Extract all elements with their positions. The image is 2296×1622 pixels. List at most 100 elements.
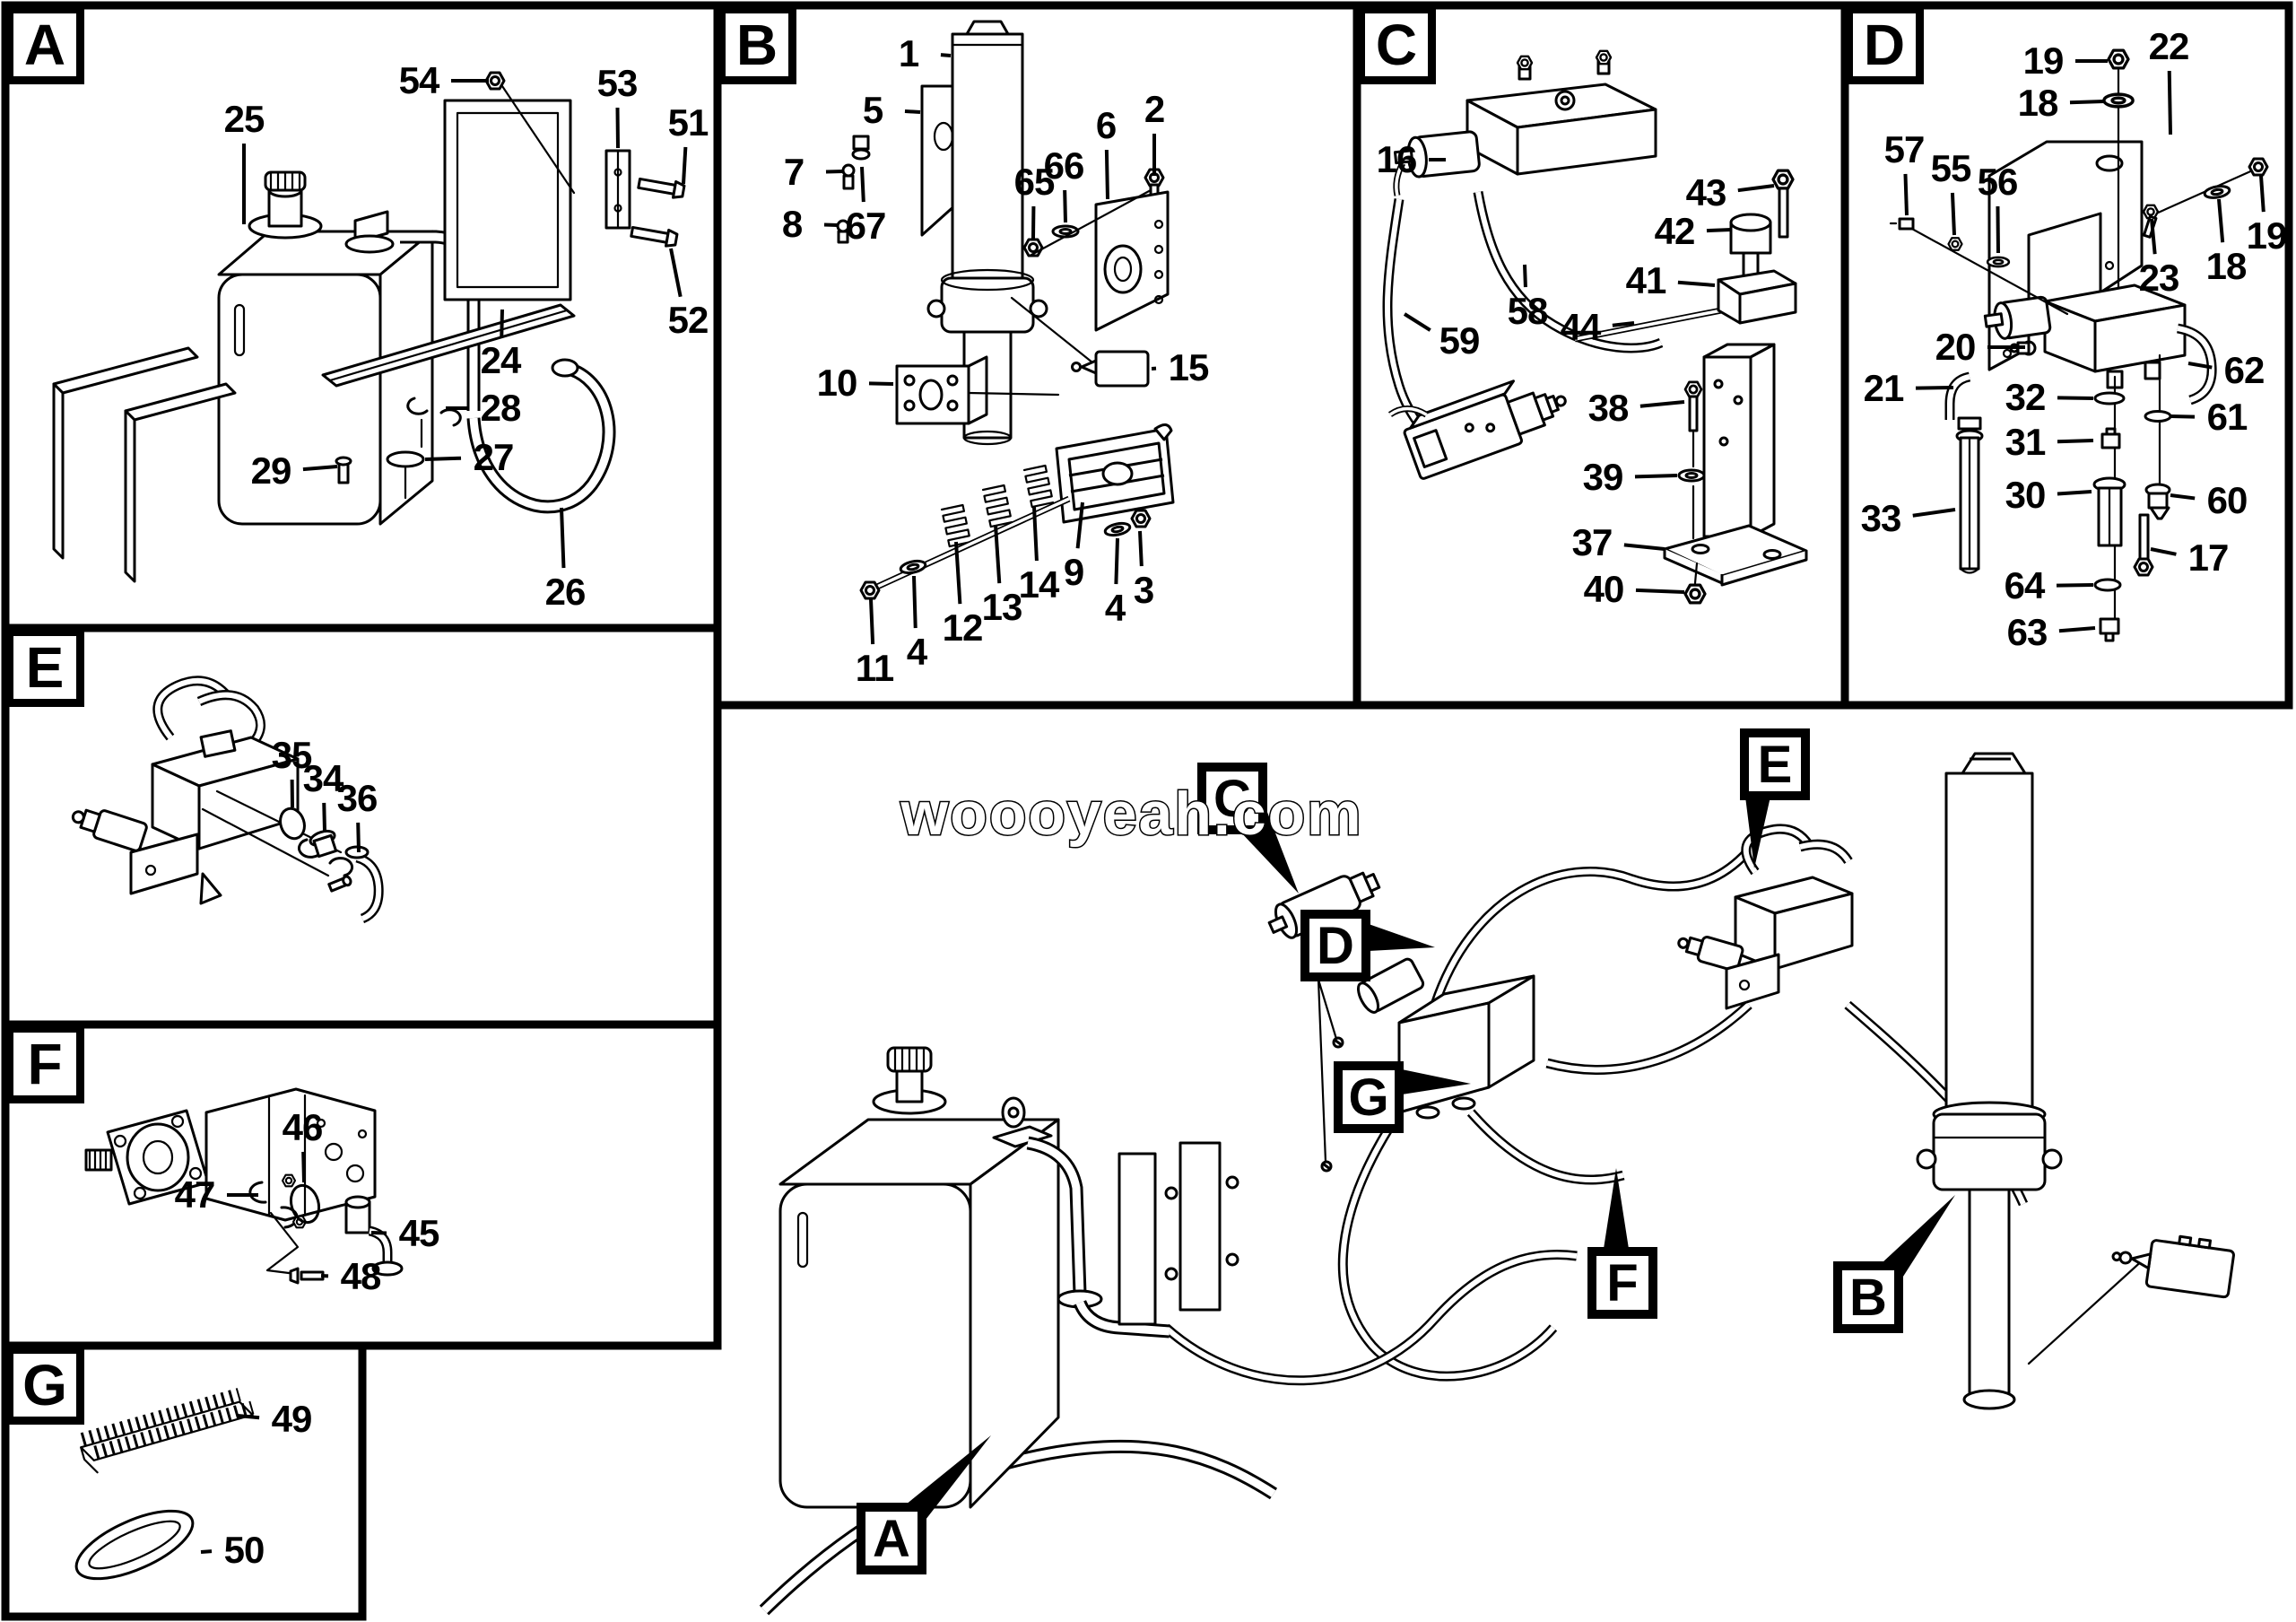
leader-line xyxy=(1903,173,1909,216)
valve-bracket-illustration xyxy=(1382,49,1808,605)
part-number-47: 47 xyxy=(174,1173,216,1216)
leader-line xyxy=(2170,414,2196,419)
part-number-67: 67 xyxy=(845,205,887,247)
leader-line xyxy=(860,166,865,203)
part-number-40: 40 xyxy=(1583,568,1625,610)
leader-line xyxy=(1403,312,1431,332)
leader-line xyxy=(615,107,620,149)
leader-line xyxy=(868,381,894,386)
part-number-18: 18 xyxy=(2017,82,2059,124)
leader-line xyxy=(2069,100,2105,105)
assembly-callout-B: B xyxy=(1833,1261,1903,1333)
leader-line xyxy=(1114,537,1119,585)
part-number-61: 61 xyxy=(2206,396,2248,438)
leader-line xyxy=(1635,588,1685,594)
part-number-20: 20 xyxy=(1935,326,1977,368)
leader-line xyxy=(994,524,1002,584)
part-number-39: 39 xyxy=(1582,456,1624,498)
part-number-38: 38 xyxy=(1587,387,1630,429)
part-number-6: 6 xyxy=(1095,104,1117,146)
part-number-3: 3 xyxy=(1133,569,1154,611)
leader-line xyxy=(322,802,326,832)
leader-line xyxy=(1639,400,1685,408)
leader-line xyxy=(869,598,875,645)
part-number-7: 7 xyxy=(783,151,804,193)
leader-line xyxy=(2259,175,2266,213)
assembly-callout-A: A xyxy=(857,1503,926,1574)
part-number-45: 45 xyxy=(398,1212,440,1254)
part-number-59: 59 xyxy=(1439,319,1481,362)
leader-line xyxy=(904,109,921,114)
part-number-23: 23 xyxy=(2138,257,2180,299)
leader-line xyxy=(2057,396,2094,400)
leader-line xyxy=(237,1414,260,1420)
part-number-52: 52 xyxy=(667,299,709,341)
panel-label-A: A xyxy=(5,5,84,84)
leader-line xyxy=(560,507,566,569)
part-number-41: 41 xyxy=(1625,259,1667,301)
panel-label-G: G xyxy=(5,1346,84,1425)
leader-line xyxy=(1612,321,1635,327)
leader-line xyxy=(1523,264,1527,288)
leader-line xyxy=(1032,506,1039,562)
leader-line xyxy=(940,53,952,57)
leader-line xyxy=(954,541,962,605)
leader-line xyxy=(1104,149,1109,200)
part-number-48: 48 xyxy=(340,1255,382,1297)
leader-line xyxy=(1912,508,1956,518)
part-number-27: 27 xyxy=(473,436,515,478)
leader-line xyxy=(356,822,361,853)
leader-line xyxy=(424,456,462,461)
part-number-26: 26 xyxy=(544,571,587,613)
leader-line xyxy=(682,146,688,185)
part-number-63: 63 xyxy=(2006,611,2048,653)
panel-label-F: F xyxy=(5,1025,84,1103)
part-number-50: 50 xyxy=(223,1529,265,1571)
part-number-56: 56 xyxy=(1977,161,2019,203)
main-assembly-illustration xyxy=(759,752,2235,1616)
part-number-43: 43 xyxy=(1685,171,1727,214)
leader-line xyxy=(2187,362,2213,370)
leader-line xyxy=(500,309,504,337)
leader-line xyxy=(2150,218,2157,255)
assembly-callout-E: E xyxy=(1740,728,1810,800)
assembly-callout-F: F xyxy=(1587,1247,1657,1319)
part-number-19: 19 xyxy=(2246,214,2288,257)
part-number-60: 60 xyxy=(2206,479,2248,521)
part-number-35: 35 xyxy=(271,734,313,776)
part-number-22: 22 xyxy=(2148,25,2190,67)
leader-line xyxy=(669,248,683,298)
panel-label-C: C xyxy=(1357,5,1436,84)
panel-label-E: E xyxy=(5,628,84,707)
part-number-54: 54 xyxy=(398,59,440,101)
part-number-37: 37 xyxy=(1571,521,1613,563)
part-number-62: 62 xyxy=(2223,349,2266,391)
part-number-34: 34 xyxy=(302,757,344,799)
panel-label-B: B xyxy=(718,5,796,84)
part-number-57: 57 xyxy=(1883,128,1926,170)
part-number-14: 14 xyxy=(1018,563,1060,606)
track-belt-illustration xyxy=(74,1388,255,1581)
part-number-42: 42 xyxy=(1654,210,1696,252)
part-number-25: 25 xyxy=(223,98,265,140)
part-number-58: 58 xyxy=(1507,290,1549,332)
leader-line xyxy=(1623,543,1665,551)
part-number-31: 31 xyxy=(2005,421,2047,463)
leader-line xyxy=(912,575,918,629)
leader-line xyxy=(2170,493,2196,501)
leader-line xyxy=(825,170,844,174)
part-number-5: 5 xyxy=(862,89,883,131)
part-number-12: 12 xyxy=(942,606,984,649)
part-number-36: 36 xyxy=(336,777,378,819)
part-number-2: 2 xyxy=(1144,88,1165,130)
assembly-callout-D: D xyxy=(1300,910,1370,981)
part-number-65: 65 xyxy=(1013,161,1056,203)
assembly-callout-C: C xyxy=(1197,763,1267,834)
leader-line xyxy=(1996,205,2000,254)
part-number-55: 55 xyxy=(1930,147,1972,189)
part-number-46: 46 xyxy=(282,1106,324,1148)
part-number-19: 19 xyxy=(2022,39,2065,82)
leader-line xyxy=(2057,490,2092,496)
